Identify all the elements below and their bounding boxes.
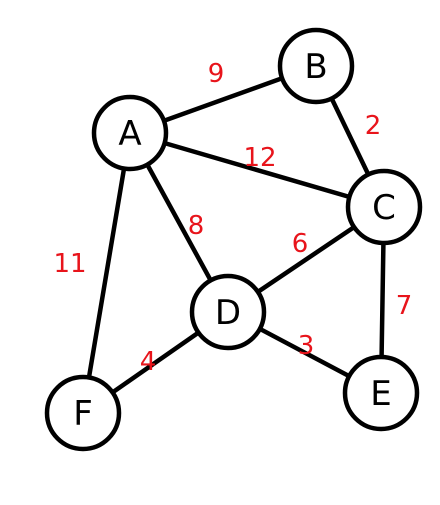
node-label-d: D	[215, 293, 241, 333]
edge-weight-a-b: 9	[208, 59, 225, 89]
edge-a-c	[127, 130, 387, 210]
edge-weight-d-f: 4	[140, 347, 157, 377]
node-a: A	[91, 94, 169, 172]
node-circle-c	[345, 168, 423, 246]
node-label-b: B	[304, 47, 327, 87]
node-e: E	[342, 354, 420, 432]
nodes-layer: A B C D E F	[44, 27, 423, 452]
edge-weight-a-c: 12	[243, 143, 276, 173]
node-circle-b	[277, 27, 355, 105]
node-circle-e	[342, 354, 420, 432]
node-label-e: E	[370, 374, 391, 414]
node-label-c: C	[372, 188, 396, 228]
edge-weight-d-e: 3	[298, 331, 315, 361]
node-b: B	[277, 27, 355, 105]
edge-weight-c-e: 7	[396, 291, 413, 321]
node-label-f: F	[73, 394, 93, 434]
node-circle-a	[91, 94, 169, 172]
edge-weight-a-f: 11	[53, 249, 86, 279]
edge-weight-b-c: 2	[365, 111, 382, 141]
node-circle-f	[44, 374, 122, 452]
node-circle-d	[189, 273, 267, 351]
node-d: D	[189, 273, 267, 351]
node-c: C	[345, 168, 423, 246]
edge-a-f	[80, 130, 133, 416]
edge-weight-a-d: 8	[188, 211, 205, 241]
node-label-a: A	[118, 114, 141, 154]
node-f: F	[44, 374, 122, 452]
edge-weight-c-d: 6	[292, 229, 309, 259]
weights-layer: 9 2 12 8 6 7 3 4 11	[53, 59, 412, 377]
